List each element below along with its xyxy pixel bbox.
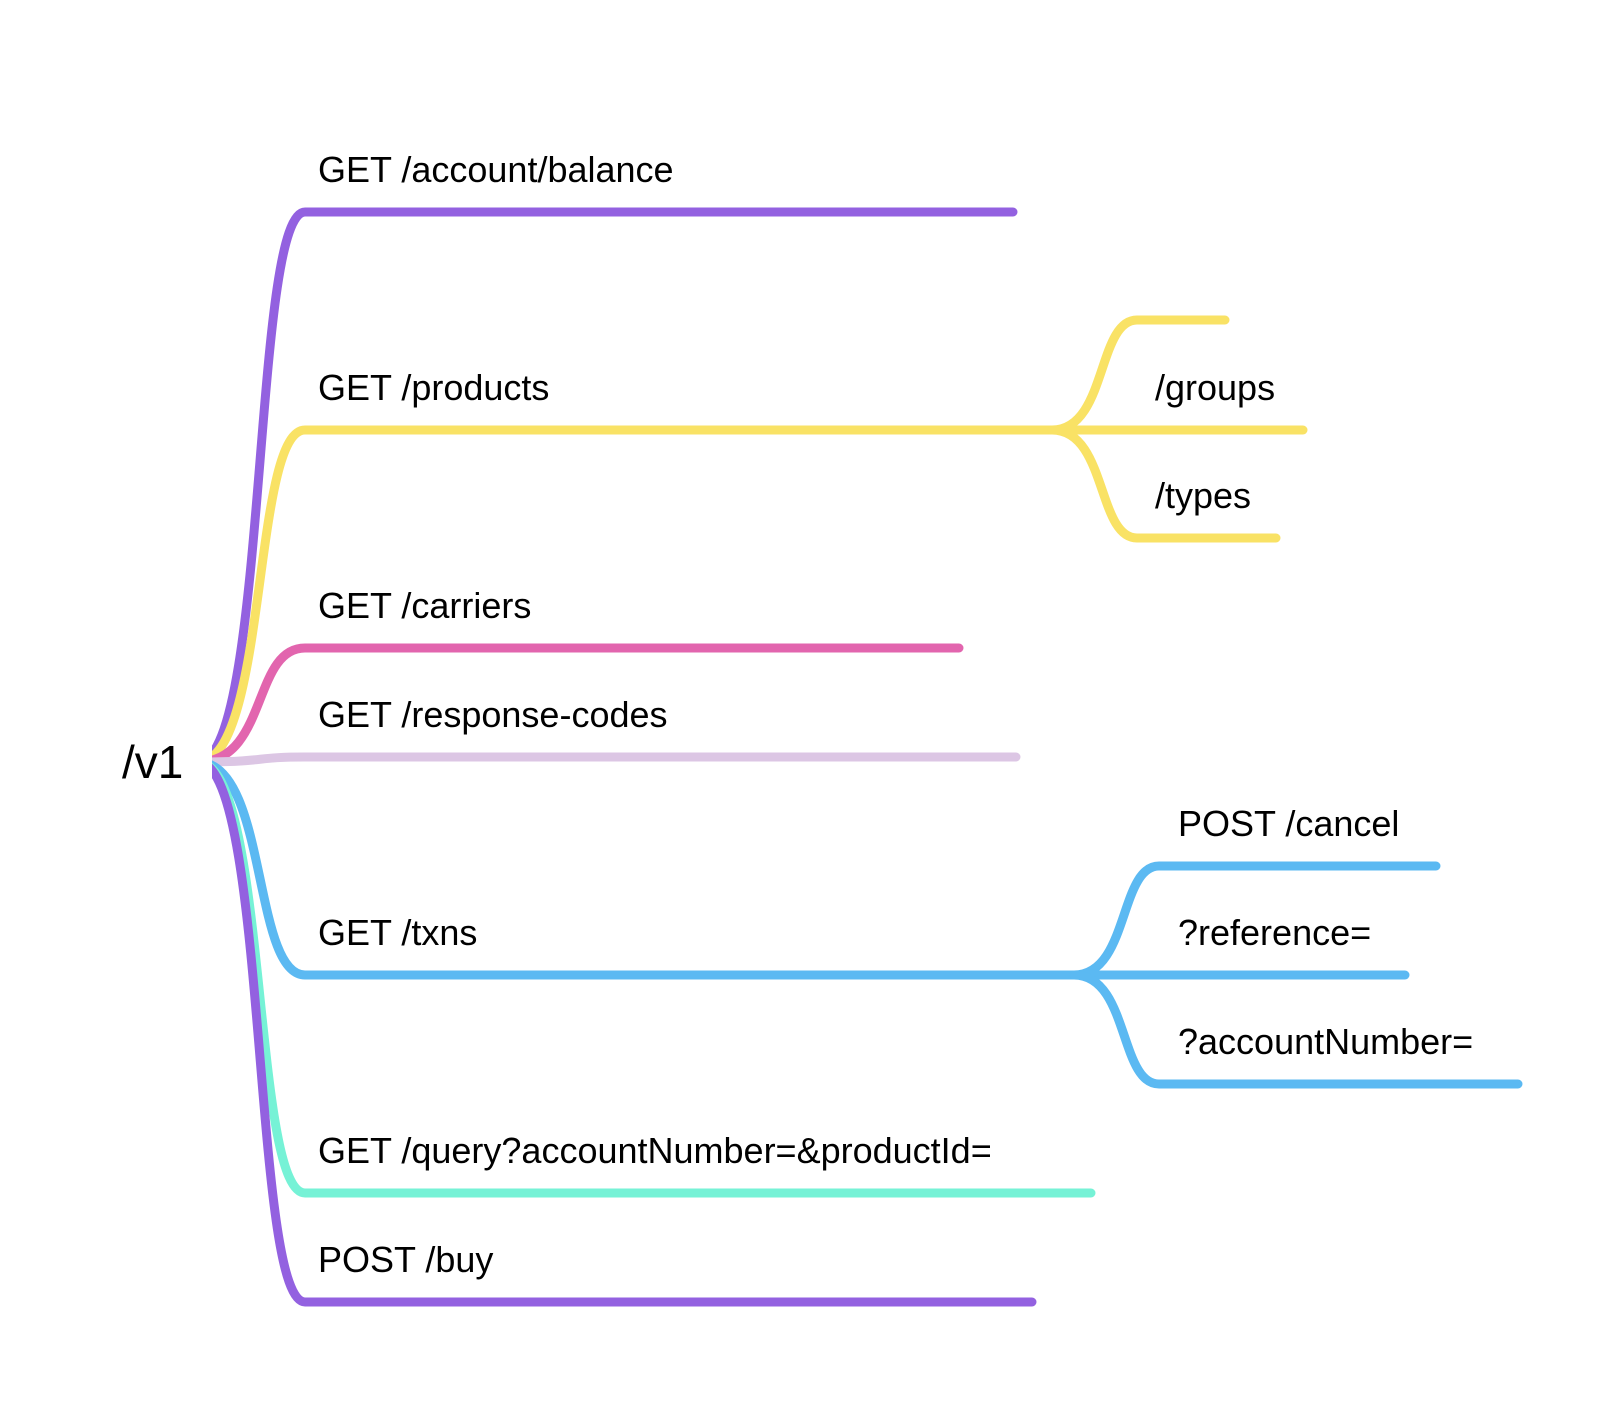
root-node[interactable]: /v1 bbox=[120, 708, 212, 816]
branch-get-txns-edge bbox=[193, 757, 1079, 980]
branch-get-products-child-types-edge bbox=[1047, 425, 1281, 543]
branch-get-response-codes-edge bbox=[193, 752, 1021, 767]
branch-get-account-balance-label[interactable]: GET /account/balance bbox=[318, 149, 674, 190]
branch-post-buy-label[interactable]: POST /buy bbox=[318, 1239, 493, 1280]
branch-get-products-edge bbox=[193, 425, 1057, 767]
branch-get-query-accountnumber-productid-label[interactable]: GET /query?accountNumber=&productId= bbox=[318, 1130, 992, 1171]
branch-get-products-child-types-label[interactable]: /types bbox=[1155, 475, 1251, 516]
branch-get-products-child-groups-label[interactable]: /groups bbox=[1155, 367, 1275, 408]
branch-get-products-child-empty-0-edge bbox=[1047, 315, 1230, 435]
root-node-background bbox=[120, 708, 212, 816]
branch-post-buy-edge bbox=[193, 757, 1037, 1307]
branch-get-txns-child-reference-label[interactable]: ?reference= bbox=[1178, 912, 1371, 953]
branch-get-txns-child-post-cancel-label[interactable]: POST /cancel bbox=[1178, 803, 1399, 844]
branch-get-response-codes-label[interactable]: GET /response-codes bbox=[318, 694, 668, 735]
root-node-label: /v1 bbox=[122, 736, 183, 788]
branch-get-txns-child-accountnumber-label[interactable]: ?accountNumber= bbox=[1178, 1021, 1473, 1062]
branch-get-txns-child-accountnumber-edge bbox=[1069, 970, 1523, 1089]
branch-get-account-balance-edge bbox=[193, 207, 1018, 767]
branch-get-txns-label[interactable]: GET /txns bbox=[318, 912, 477, 953]
mindmap-edges bbox=[193, 207, 1523, 1307]
branch-get-carriers-edge bbox=[193, 643, 964, 767]
branch-get-txns-child-post-cancel-edge bbox=[1069, 861, 1441, 980]
branch-get-carriers-label[interactable]: GET /carriers bbox=[318, 585, 531, 626]
branch-get-products-label[interactable]: GET /products bbox=[318, 367, 549, 408]
